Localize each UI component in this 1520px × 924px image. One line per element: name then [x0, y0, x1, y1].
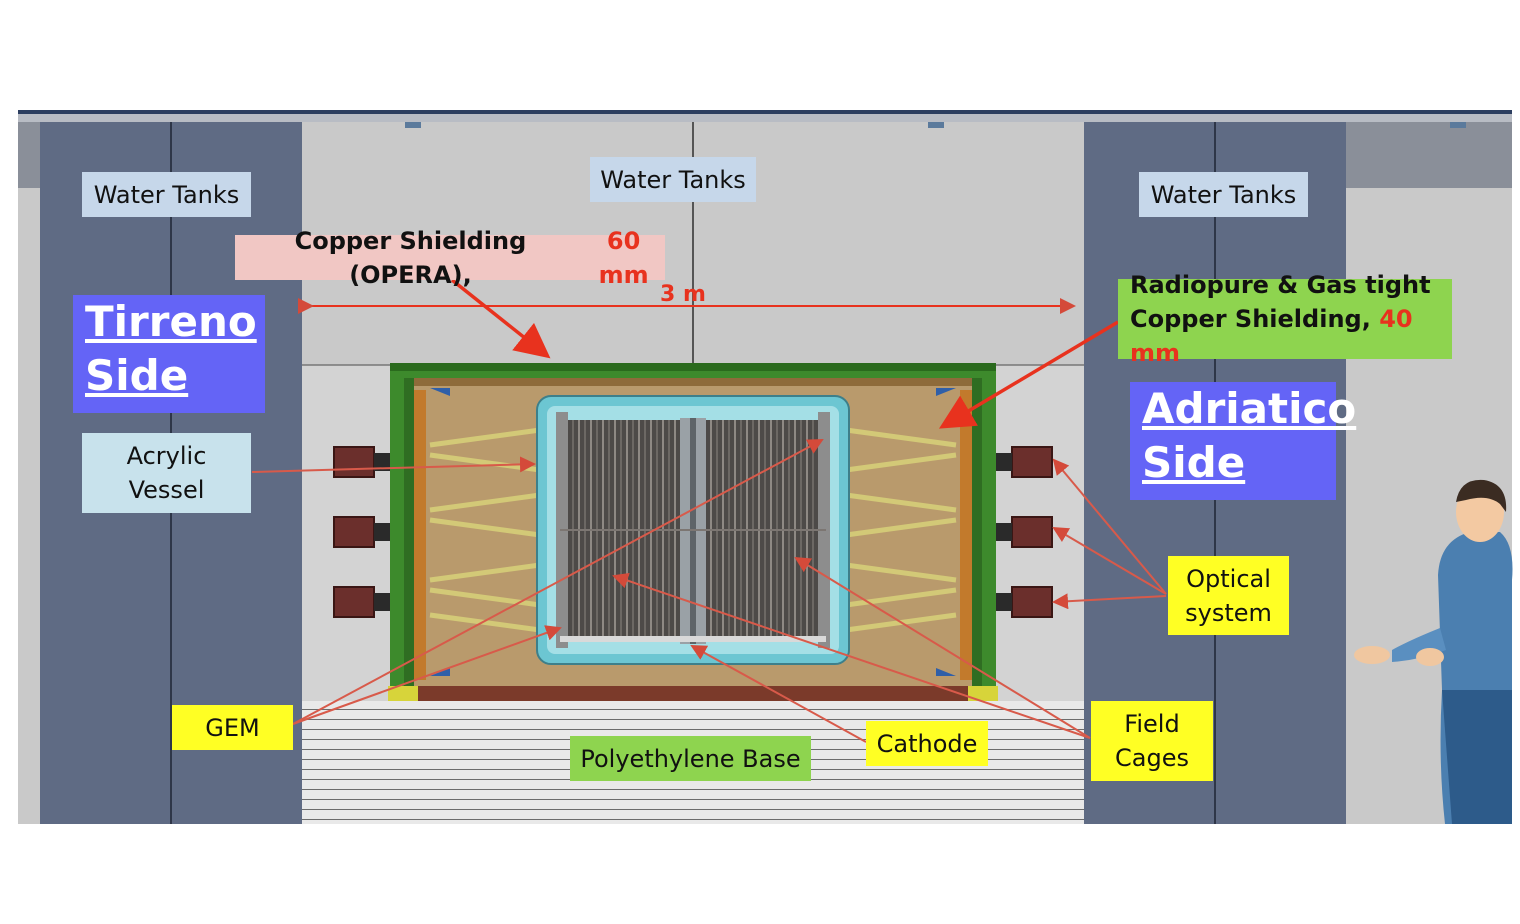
polyethylene-base-label: Polyethylene Base [570, 736, 811, 781]
camera-right-middle [996, 516, 1053, 548]
acrylic-vessel-label: Acrylic Vessel [82, 433, 251, 513]
optical-line2: system [1185, 598, 1272, 627]
water-tanks-label-center: Water Tanks [590, 157, 756, 202]
radiopure-thickness: 40 mm [1130, 305, 1413, 367]
arrow-field-1 [612, 572, 1091, 739]
camera-left-top [333, 446, 390, 478]
tirreno-side-label: Tirreno Side [73, 295, 265, 413]
tirreno-line1: Tirreno [85, 297, 257, 346]
acrylic-line2: Vessel [128, 476, 205, 504]
adriatico-line1: Adriatico [1142, 384, 1357, 433]
water-tanks-label-left: Water Tanks [82, 172, 251, 217]
width-dimension-label: 3 m [660, 282, 706, 307]
optical-line1: Optical [1186, 564, 1271, 593]
acrylic-line1: Acrylic [126, 442, 207, 470]
radiopure-line2-group: Copper Shielding, 40 mm [1130, 302, 1452, 370]
callout-arrows [251, 278, 1167, 743]
human-scale-figure [1354, 479, 1513, 824]
copper-opera-text: Copper Shielding (OPERA), [294, 226, 527, 289]
arrow-field-2 [794, 556, 1091, 739]
copper-opera-thickness: 60 mm [598, 226, 649, 289]
copper-opera-label: Copper Shielding (OPERA), 60 mm [235, 227, 665, 289]
camera-left-bottom [333, 586, 390, 618]
field-cages-label: Field Cages [1091, 701, 1213, 781]
camera-left-middle [333, 516, 390, 548]
arrow-optical-3 [1052, 593, 1167, 610]
camera-right-top [996, 446, 1053, 478]
arrow-radiopure [938, 320, 1119, 429]
arrow-acrylic [251, 456, 536, 473]
arrow-optical-2 [1052, 526, 1167, 595]
optical-system-label: Optical system [1168, 556, 1289, 635]
arrow-copper-opera [450, 278, 551, 359]
arrow-cathode [690, 645, 867, 743]
cathode-label: Cathode [866, 721, 988, 766]
radiopure-copper-label: Radiopure & Gas tight Copper Shielding, … [1118, 271, 1452, 367]
gem-label: GEM [172, 705, 293, 750]
arrow-optical-1 [1052, 458, 1167, 595]
camera-right-bottom [996, 586, 1053, 618]
field-line1: Field [1124, 710, 1180, 738]
field-line2: Cages [1115, 744, 1189, 772]
radiopure-line1: Radiopure & Gas tight [1130, 271, 1431, 299]
field-cages [556, 412, 830, 648]
radiopure-line2: Copper Shielding, [1130, 305, 1371, 333]
water-tanks-label-right: Water Tanks [1139, 172, 1308, 217]
arrow-gem-1 [292, 439, 824, 725]
arrow-gem-2 [292, 625, 562, 725]
tirreno-line2: Side [85, 351, 189, 400]
adriatico-side-label: Adriatico Side [1130, 382, 1356, 500]
adriatico-line2: Side [1142, 438, 1246, 487]
